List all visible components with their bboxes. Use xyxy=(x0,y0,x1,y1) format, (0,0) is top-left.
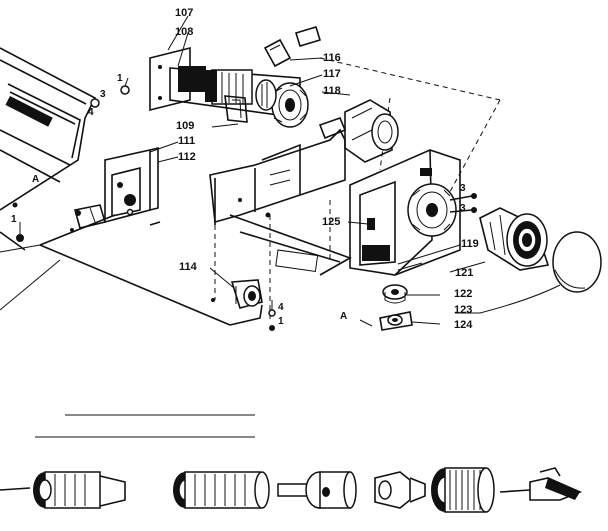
screw-1-left xyxy=(16,222,24,242)
label-screw-1-left: 1 xyxy=(11,214,17,225)
label-123: 123 xyxy=(454,304,473,316)
cap-123 xyxy=(552,231,602,293)
label-116: 116 xyxy=(323,52,341,64)
bottom-part-5-knurled xyxy=(431,467,495,513)
label-119: 119 xyxy=(461,238,479,250)
center-bracket xyxy=(209,116,347,225)
screw-1-upper xyxy=(120,77,130,95)
bottom-part-4-coupling xyxy=(374,471,426,509)
housing-119 xyxy=(349,149,461,276)
label-ref-a-right: A xyxy=(340,311,348,322)
label-107: 107 xyxy=(175,7,194,19)
part-122 xyxy=(382,284,408,304)
motor-mount xyxy=(73,204,107,229)
gear-117 xyxy=(271,82,309,128)
label-125: 125 xyxy=(322,216,341,228)
coupler-118 xyxy=(344,99,399,163)
label-121: 121 xyxy=(455,267,474,279)
bottom-part-6-wire xyxy=(499,467,583,501)
screws-3 xyxy=(449,193,477,213)
part-114-cylinder xyxy=(230,279,263,309)
clip-109 xyxy=(224,95,248,123)
label-114: 114 xyxy=(179,261,197,273)
washer-4-upper xyxy=(90,98,100,108)
label-screw-3-chassis: 3 xyxy=(100,89,106,100)
lens-121 xyxy=(479,207,550,271)
label-109: 109 xyxy=(176,120,195,132)
part-124 xyxy=(379,311,413,331)
label-118: 118 xyxy=(323,85,341,97)
label-screw-3-upper: 3 xyxy=(460,183,466,194)
label-washer-4-upper: 4 xyxy=(88,107,94,118)
label-122: 122 xyxy=(454,288,473,300)
label-112: 112 xyxy=(178,151,196,163)
shaft-assembly-108 xyxy=(169,66,301,119)
side-bracket-111 xyxy=(104,146,159,224)
small-bracket xyxy=(263,26,322,68)
label-screw-1-bottom: 1 xyxy=(278,316,284,327)
label-washer-4-bottom: 4 xyxy=(278,302,284,313)
label-ref-a-left: A xyxy=(32,174,40,185)
label-111: 111 xyxy=(178,135,196,147)
bottom-part-2-sleeve xyxy=(173,471,270,509)
label-screw-1-upper: 1 xyxy=(117,73,123,84)
screw-1-bottom xyxy=(268,300,276,331)
label-108: 108 xyxy=(175,26,194,38)
label-screw-3-lower: 3 xyxy=(460,203,466,214)
knob-116 xyxy=(255,79,277,111)
leader-lines xyxy=(149,15,486,325)
label-124: 124 xyxy=(454,319,473,331)
bottom-part-3-shaft xyxy=(277,471,357,509)
label-117: 117 xyxy=(323,68,341,80)
chassis-panel xyxy=(0,47,97,251)
bottom-part-1-plug xyxy=(0,471,126,509)
